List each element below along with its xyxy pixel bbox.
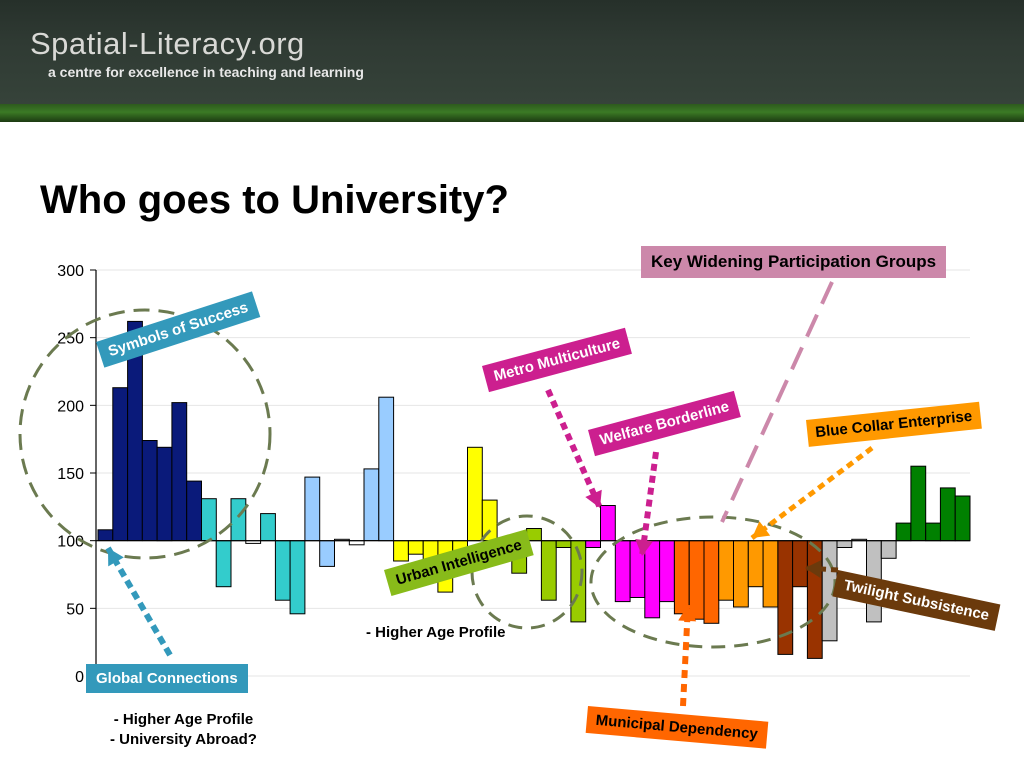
bar <box>673 540 690 615</box>
bar <box>954 495 971 542</box>
bar <box>215 540 232 588</box>
global-connections-arrow-head <box>108 548 124 567</box>
bar <box>939 487 956 542</box>
bar <box>792 540 808 588</box>
bar <box>363 468 380 542</box>
key-groups-label: Key Widening Participation Groups <box>641 246 947 278</box>
y-tick-label: 250 <box>57 331 84 348</box>
bar <box>201 498 217 542</box>
bar <box>585 540 602 549</box>
slide-title: Who goes to University? <box>40 178 509 222</box>
bar <box>97 529 114 542</box>
bar <box>378 396 395 542</box>
bar <box>644 540 661 619</box>
municipal-dependency-arrow-head <box>678 605 697 622</box>
bar <box>880 540 897 559</box>
bar <box>171 402 188 542</box>
bar <box>319 540 336 567</box>
bar <box>614 540 631 603</box>
bar <box>718 540 735 601</box>
bar <box>348 540 365 546</box>
welfare-borderline-arrow <box>639 451 659 557</box>
y-tick-label: 0 <box>75 669 84 686</box>
bar <box>659 540 675 603</box>
municipal-dependency-arrow <box>680 604 691 707</box>
site-tagline: a centre for excellence in teaching and … <box>48 64 364 80</box>
bar <box>230 498 247 542</box>
bar <box>733 540 749 608</box>
welfare-borderline-arrow-head <box>635 538 654 556</box>
bar <box>747 540 764 588</box>
metro-multiculture-arrow <box>545 388 603 510</box>
bar <box>289 540 306 615</box>
bar <box>274 540 291 601</box>
university-abroad-note: - University Abroad? <box>110 731 257 748</box>
bar <box>141 440 158 542</box>
bar <box>112 387 129 542</box>
bar <box>703 540 720 624</box>
bar <box>688 540 705 620</box>
higher-age-profile-note-2: - Higher Age Profile <box>113 711 254 728</box>
bar <box>260 513 276 542</box>
bar <box>836 540 853 549</box>
bar <box>806 540 823 659</box>
site-header: Spatial-Literacy.org a centre for excell… <box>0 0 1024 104</box>
key-groups-pointer <box>720 281 834 523</box>
global-connections-label: Global Connections <box>86 664 248 693</box>
y-tick-label: 150 <box>57 466 84 483</box>
site-logo: Spatial-Literacy.org <box>30 26 305 61</box>
twilight-subsistence-arrow-head <box>805 559 822 578</box>
higher-age-profile-note: - Higher Age Profile <box>366 624 506 641</box>
header-stripe <box>0 104 1024 122</box>
y-tick-label: 300 <box>57 263 84 280</box>
bar <box>910 465 927 542</box>
blue-collar-arrow-head <box>752 521 771 538</box>
bar <box>555 540 572 549</box>
y-tick-label: 50 <box>66 601 84 618</box>
bar <box>540 540 557 601</box>
bar <box>156 446 173 542</box>
metro-multiculture-arrow-head <box>585 489 602 508</box>
y-tick-label: 200 <box>57 398 84 415</box>
bar <box>407 540 424 555</box>
bar <box>304 476 321 542</box>
y-tick-label: 100 <box>57 534 84 551</box>
bar <box>925 522 942 542</box>
global-connections-notes: - Higher Age Profile - University Abroad… <box>110 710 257 750</box>
symbols-highlight-circle <box>18 308 272 560</box>
bar <box>600 505 616 542</box>
bar <box>467 446 483 542</box>
bar <box>762 540 779 608</box>
global-connections-arrow <box>105 546 173 657</box>
bar <box>186 480 202 542</box>
bar <box>895 522 912 542</box>
bar <box>393 540 409 562</box>
blue-collar-arrow <box>750 446 874 540</box>
